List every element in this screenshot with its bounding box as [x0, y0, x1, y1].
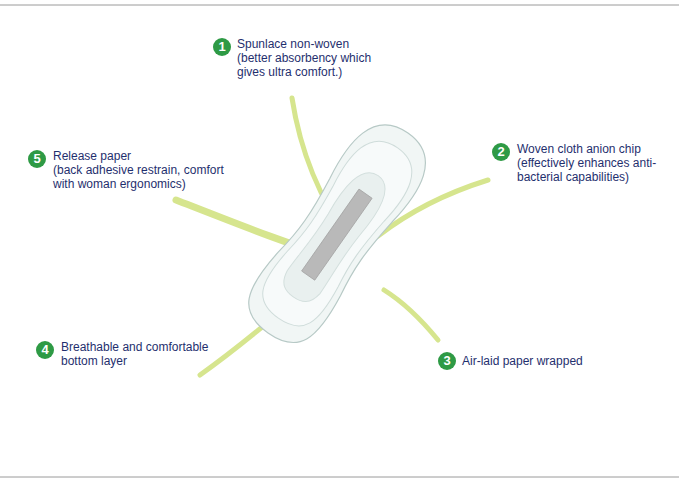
callout-number: 3 [438, 352, 456, 370]
part-description: (effectively enhances anti-bacterial cap… [517, 156, 673, 184]
sanitary-pad [235, 110, 441, 356]
part-name: Air-laid paper wrapped [462, 354, 583, 368]
part-name: Release paper [53, 149, 131, 163]
frame-line [0, 5, 679, 6]
part-description: (back adhesive restrain, comfort with wo… [53, 163, 248, 191]
callout-number: 2 [492, 143, 510, 161]
part-description: (better absorbency which gives ultra com… [237, 51, 387, 79]
part-description: Breathable and comfortable bottom layer [61, 340, 231, 368]
callout-number: 5 [28, 150, 46, 168]
callout-number: 4 [36, 341, 54, 359]
callout-number: 1 [213, 38, 231, 56]
part-name: Spunlace non-woven [237, 37, 349, 51]
part-name: Woven cloth anion chip [517, 142, 641, 156]
leader-lines [176, 98, 488, 375]
frame-line [0, 477, 679, 478]
